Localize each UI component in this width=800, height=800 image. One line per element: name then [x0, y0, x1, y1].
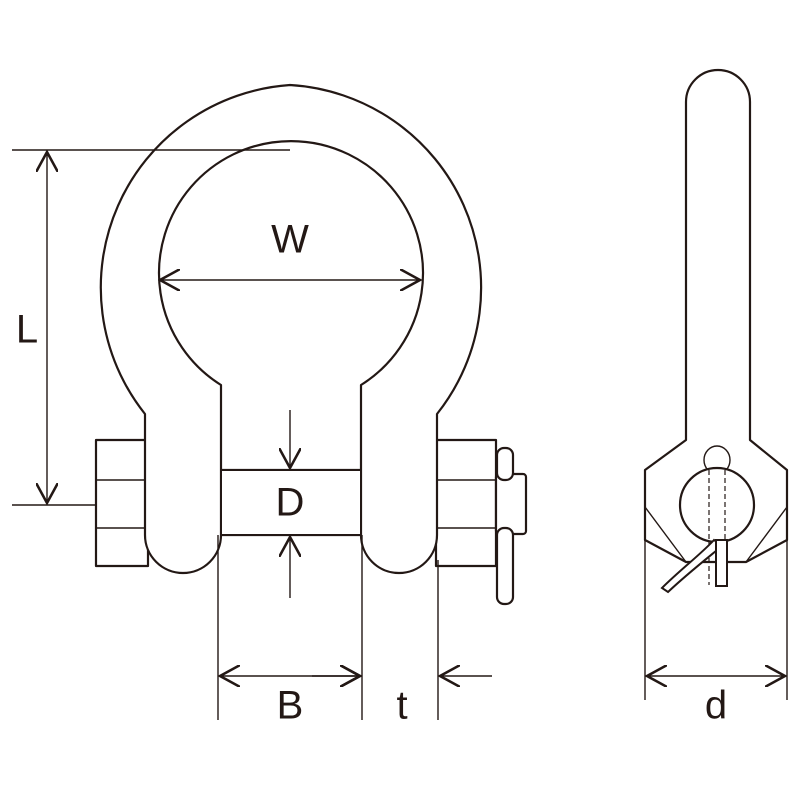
cotter-legs — [660, 538, 724, 594]
label-W: W — [271, 218, 309, 262]
bolt-end — [494, 446, 528, 606]
shackle-bow — [99, 83, 483, 575]
label-d: d — [705, 684, 727, 728]
label-D: D — [276, 481, 305, 525]
side-body — [643, 68, 789, 564]
label-t: t — [396, 684, 407, 728]
pin-visible — [220, 469, 362, 536]
label-B: B — [277, 684, 304, 728]
bolt-head — [94, 438, 150, 568]
pin-end — [678, 466, 756, 544]
dimension-lines — [12, 149, 788, 720]
side-view — [643, 68, 789, 594]
label-L: L — [16, 308, 38, 352]
nut — [434, 438, 498, 568]
front-view — [94, 83, 528, 606]
